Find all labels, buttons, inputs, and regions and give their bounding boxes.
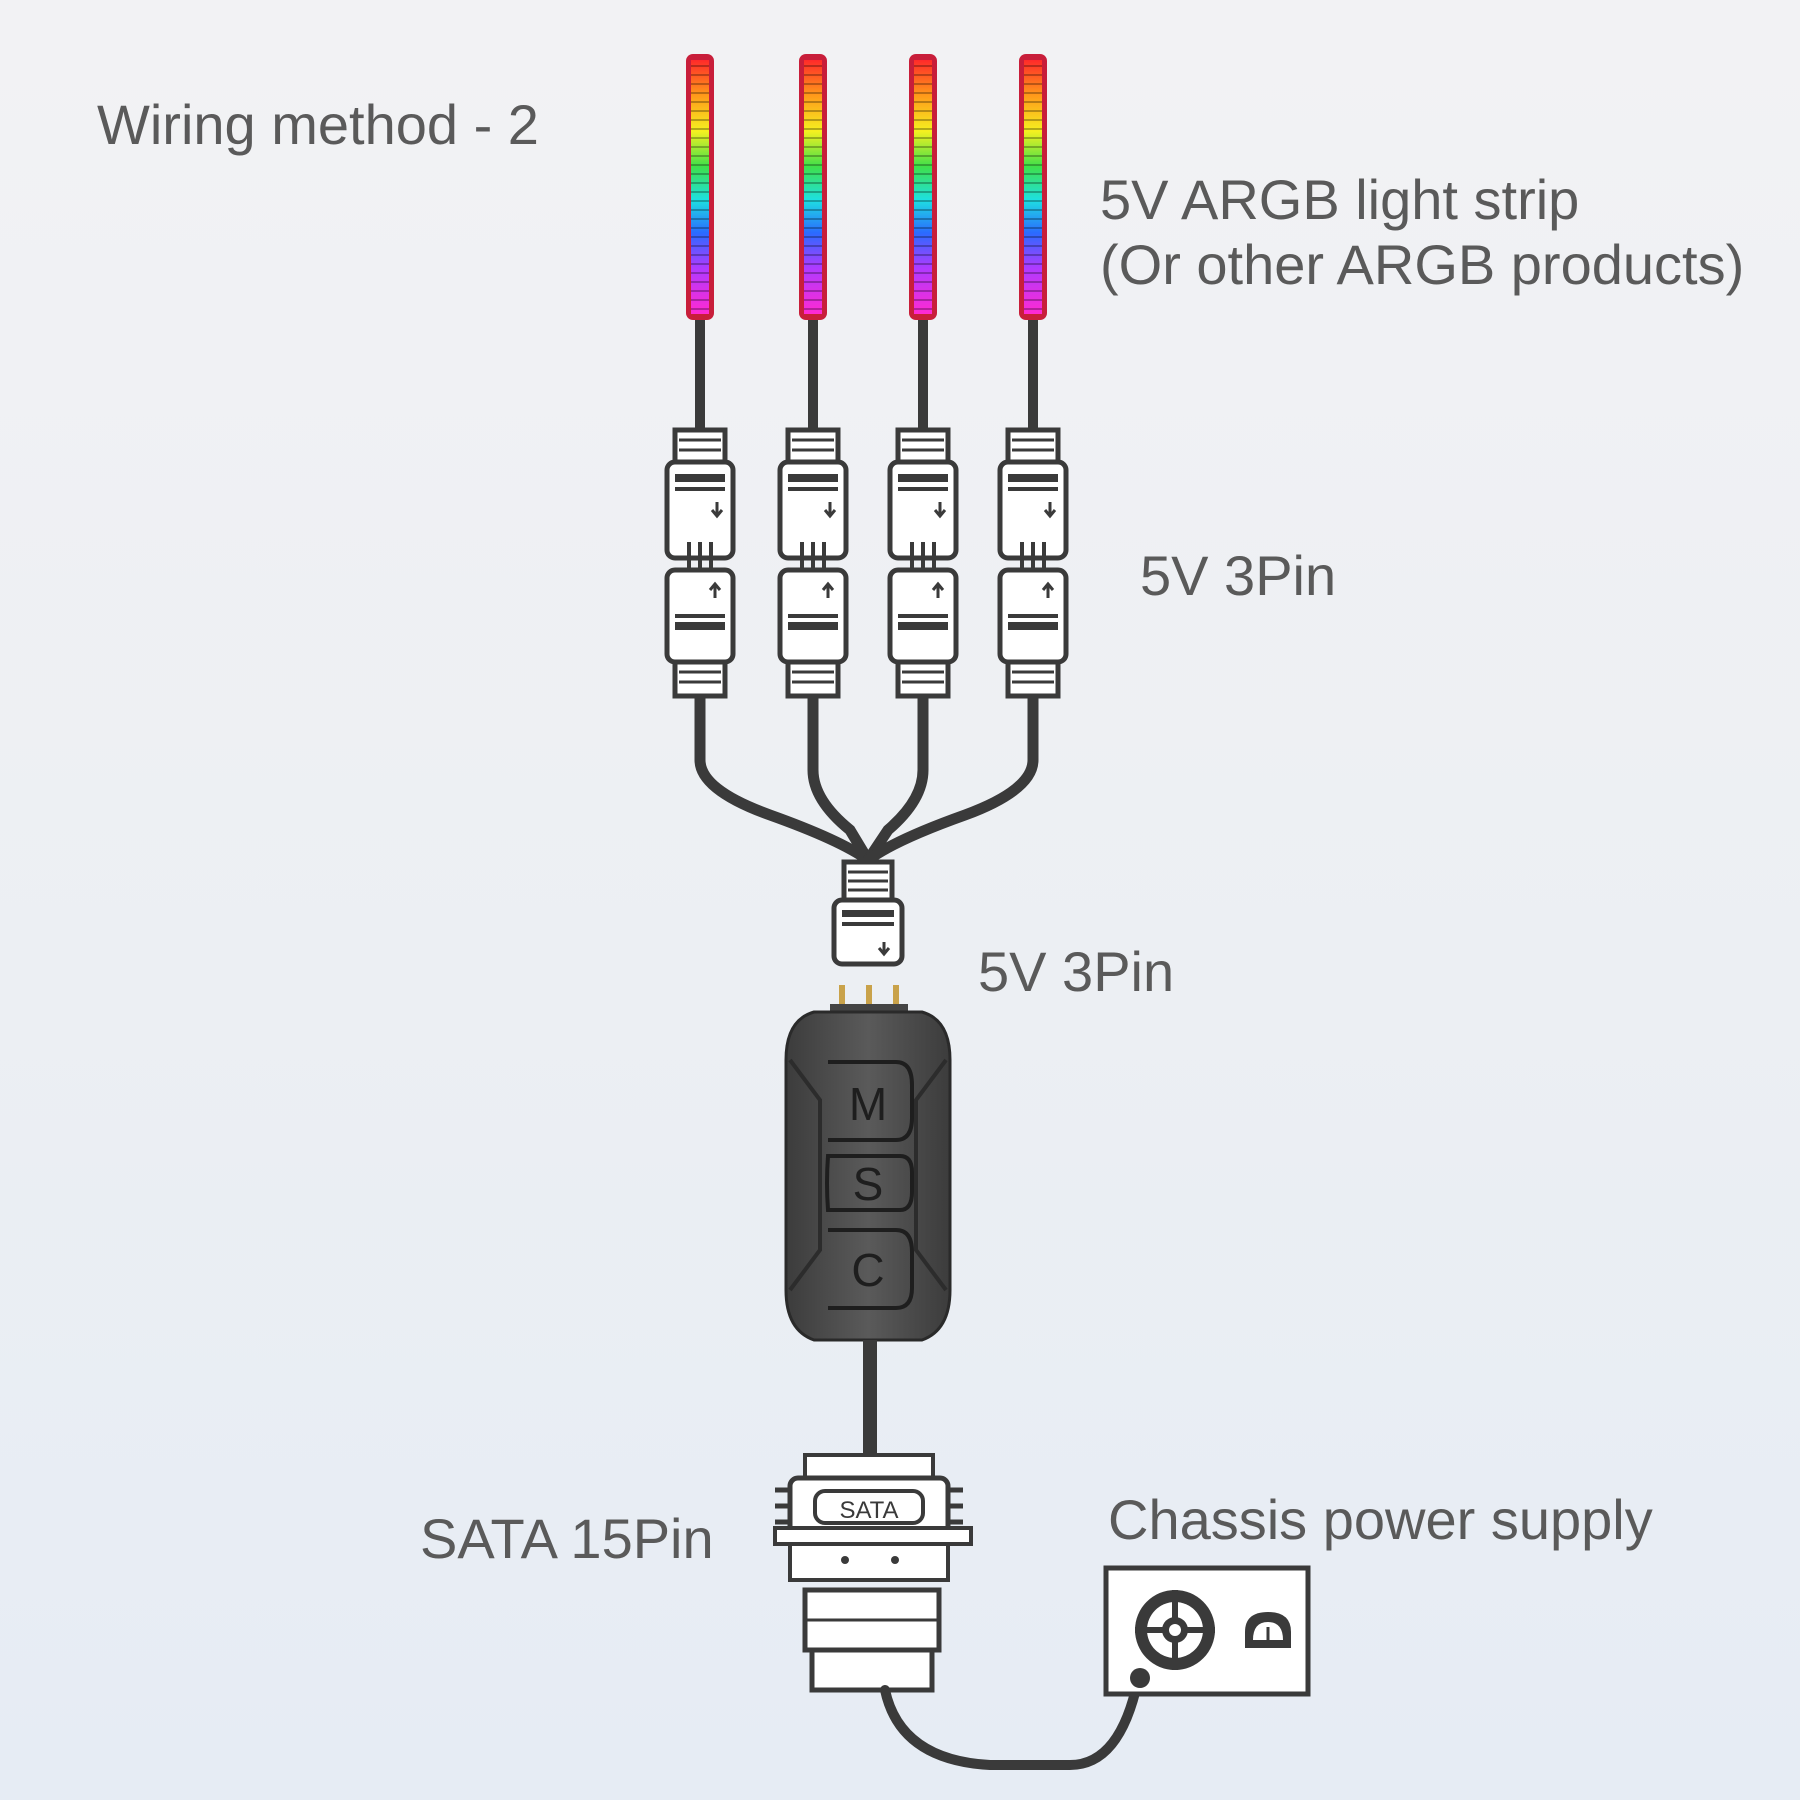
sata-connector[interactable]: SATA	[773, 1453, 973, 1693]
arrow-up-icon	[1041, 581, 1055, 598]
splitter-cables	[694, 669, 1039, 866]
button-s-label: S	[853, 1158, 884, 1210]
rgb-controller: M S C	[784, 1010, 952, 1342]
arrow-up-icon	[708, 581, 722, 598]
argb-strip-group	[664, 54, 1069, 699]
female-connector[interactable]	[777, 427, 849, 561]
splitter-cable-3	[862, 669, 929, 866]
chassis-power-supply	[1103, 1565, 1311, 1697]
light-strip	[686, 54, 714, 320]
controller-pins	[830, 985, 908, 1014]
female-connector[interactable]	[997, 427, 1069, 561]
splitter-cable-4	[862, 669, 1039, 866]
arrow-down-icon	[933, 502, 947, 519]
male-connector[interactable]	[777, 542, 849, 699]
merged-female-connector[interactable]	[831, 859, 905, 967]
arrow-down-icon	[1043, 502, 1057, 519]
gauge-icon	[1245, 1612, 1291, 1648]
argb-strip-3	[887, 54, 959, 699]
light-strip	[909, 54, 937, 320]
fan-icon	[1135, 1590, 1215, 1670]
psu-cable	[880, 1675, 1143, 1770]
controller-button-c[interactable]: C	[828, 1228, 914, 1310]
splitter-cable-2	[807, 669, 874, 866]
strip-label-line1: 5V ARGB light strip	[1100, 168, 1580, 231]
argb-strip-1	[664, 54, 736, 699]
pin-label-upper: 5V 3Pin	[1140, 544, 1337, 607]
female-connector[interactable]	[887, 427, 959, 561]
female-connector[interactable]	[664, 427, 736, 561]
controller-button-m[interactable]: M	[828, 1060, 914, 1142]
light-strip	[799, 54, 827, 320]
controller-button-s[interactable]: S	[825, 1154, 914, 1212]
light-strip	[1019, 54, 1047, 320]
psu-label: Chassis power supply	[1108, 1488, 1653, 1551]
argb-strip-2	[777, 54, 849, 699]
button-m-label: M	[849, 1078, 887, 1130]
arrow-up-icon	[821, 581, 835, 598]
arrow-down-icon	[877, 942, 891, 957]
argb-strip-4	[997, 54, 1069, 699]
button-c-label: C	[851, 1244, 884, 1296]
male-connector[interactable]	[997, 542, 1069, 699]
arrow-down-icon	[710, 502, 724, 519]
male-connector[interactable]	[887, 542, 959, 699]
sata-label: SATA 15Pin	[420, 1507, 714, 1570]
splitter-cable-1	[694, 669, 874, 866]
diagram-title: Wiring method - 2	[97, 93, 539, 156]
arrow-down-icon	[823, 502, 837, 519]
pin-label-lower: 5V 3Pin	[978, 940, 1175, 1003]
male-connector[interactable]	[664, 542, 736, 699]
sata-connector-text: SATA	[839, 1497, 898, 1524]
strip-label-line2: (Or other ARGB products)	[1100, 233, 1745, 296]
arrow-up-icon	[931, 581, 945, 598]
